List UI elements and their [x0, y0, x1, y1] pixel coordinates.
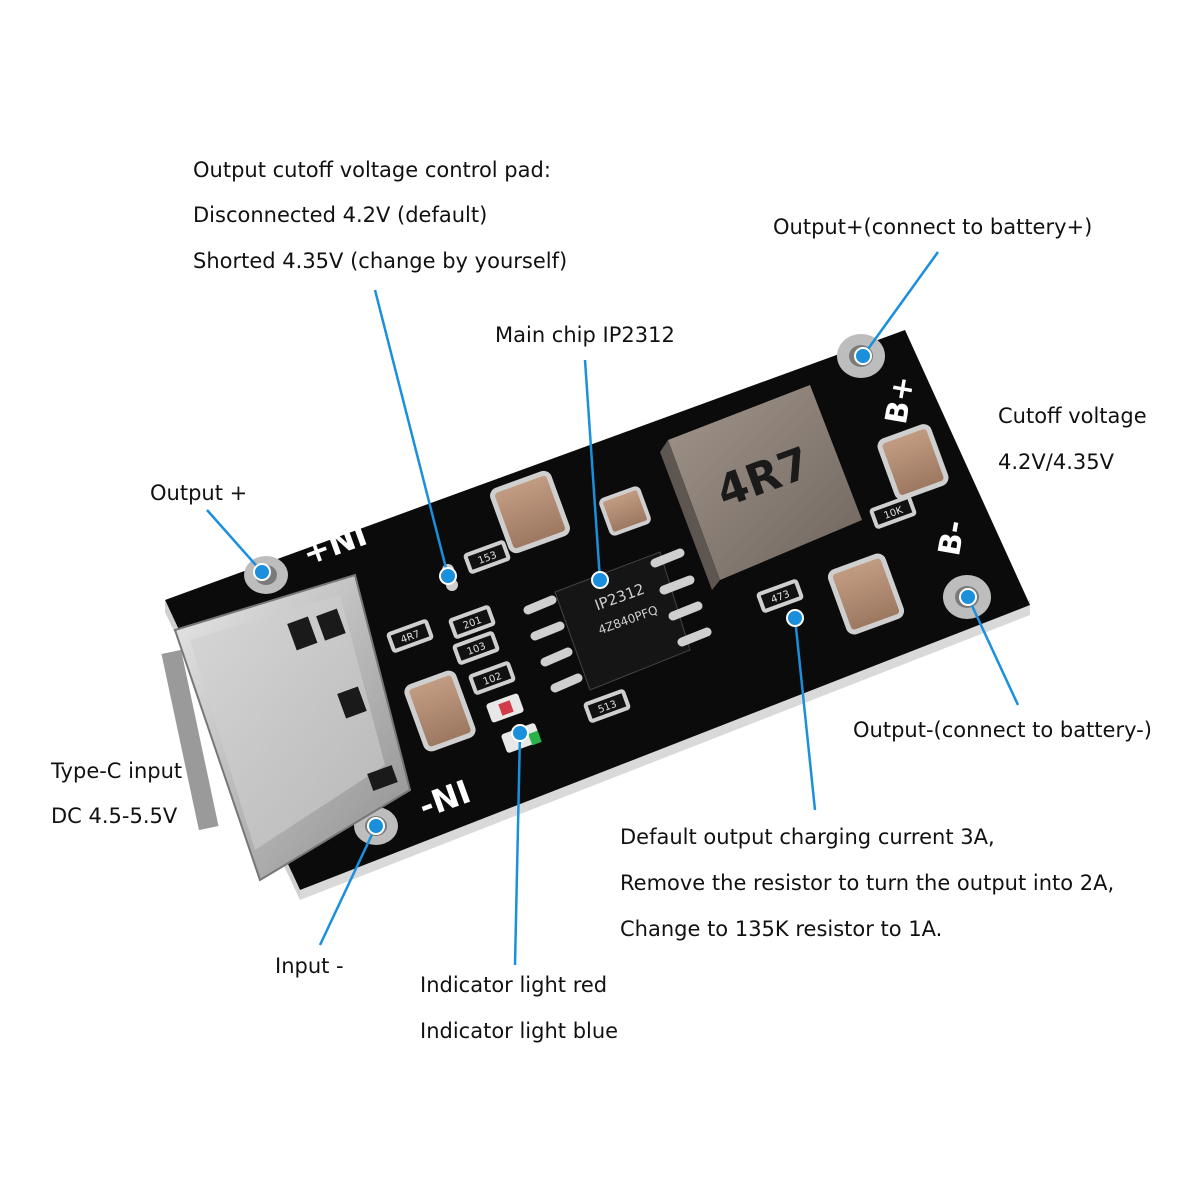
charging-current-label-line2: Remove the resistor to turn the output i… [620, 871, 1115, 895]
capacitor [827, 553, 905, 635]
indicator-callout-line [513, 732, 522, 966]
cutoff-pad-label-line2: Disconnected 4.2V (default) [193, 203, 488, 227]
indicator-label-line2: Indicator light blue [420, 1019, 619, 1043]
usb-type-c-connector [161, 573, 412, 882]
main-chip-callout-line [583, 359, 602, 581]
cutoff-pad-label-line1: Output cutoff voltage control pad: [193, 158, 551, 182]
charging-current-label-line1: Default output charging current 3A, [620, 825, 995, 849]
output-plus-battery-callout-dot [854, 347, 872, 365]
cutoff-voltage-label-line2: 4.2V/4.35V [998, 450, 1114, 474]
cutoff-pad-callout-dot [439, 567, 457, 585]
indicator-label-line1: Indicator light red [420, 973, 608, 997]
cutoff-voltage-label-line1: Cutoff voltage [998, 404, 1147, 428]
output-plus-battery-callout-line [861, 251, 940, 357]
capacitor [404, 670, 476, 752]
input-minus-callout-dot [367, 817, 385, 835]
callout-lines [206, 251, 1020, 966]
input-minus-callout-line [318, 825, 378, 946]
indicator-callout-dot [511, 724, 529, 742]
resistor: 102 [468, 661, 516, 695]
typec-input-label-line2: DC 4.5-5.5V [51, 804, 178, 828]
resistor: 513 [583, 689, 631, 723]
resistor: 103 [452, 631, 500, 665]
output-plus-callout-dot [253, 563, 271, 581]
inductor: 4R7 [660, 385, 862, 590]
charging-current-callout-line [793, 617, 817, 811]
indicator-led-red [486, 693, 524, 723]
resistor: 4R7 [386, 619, 434, 653]
main-chip-callout-dot [591, 571, 609, 589]
resistor: 10K [869, 495, 917, 529]
output-plus-callout-line [206, 509, 263, 573]
typec-input-label-line1: Type-C input [51, 759, 183, 783]
silkscreen-b-plus: B+ [879, 373, 922, 426]
input-minus-label: Input - [275, 954, 344, 978]
output-minus-battery-label: Output-(connect to battery-) [853, 718, 1152, 742]
main-chip-label: Main chip IP2312 [495, 323, 675, 347]
resistor: 201 [448, 605, 496, 639]
output-minus-battery-callout-dot [959, 588, 977, 606]
cutoff-pad-label-line3: Shorted 4.35V (change by yourself) [193, 249, 568, 273]
cutoff-pad-callout-line [373, 289, 450, 577]
resistor: 153 [463, 540, 511, 574]
resistor: 473 [756, 579, 804, 613]
silkscreen-b-minus: B- [932, 518, 973, 559]
charging-current-callout-dot [786, 609, 804, 627]
capacitor [877, 424, 949, 500]
output-plus-label: Output + [150, 481, 248, 505]
capacitor [490, 470, 570, 554]
output-plus-battery-label: Output+(connect to battery+) [773, 215, 1093, 239]
main-chip-ic: IP2312 4Z840PFQ [523, 548, 712, 693]
charging-current-label-line3: Change to 135K resistor to 1A. [620, 917, 943, 941]
output-minus-battery-callout-line [966, 596, 1020, 706]
capacitor [599, 486, 651, 536]
